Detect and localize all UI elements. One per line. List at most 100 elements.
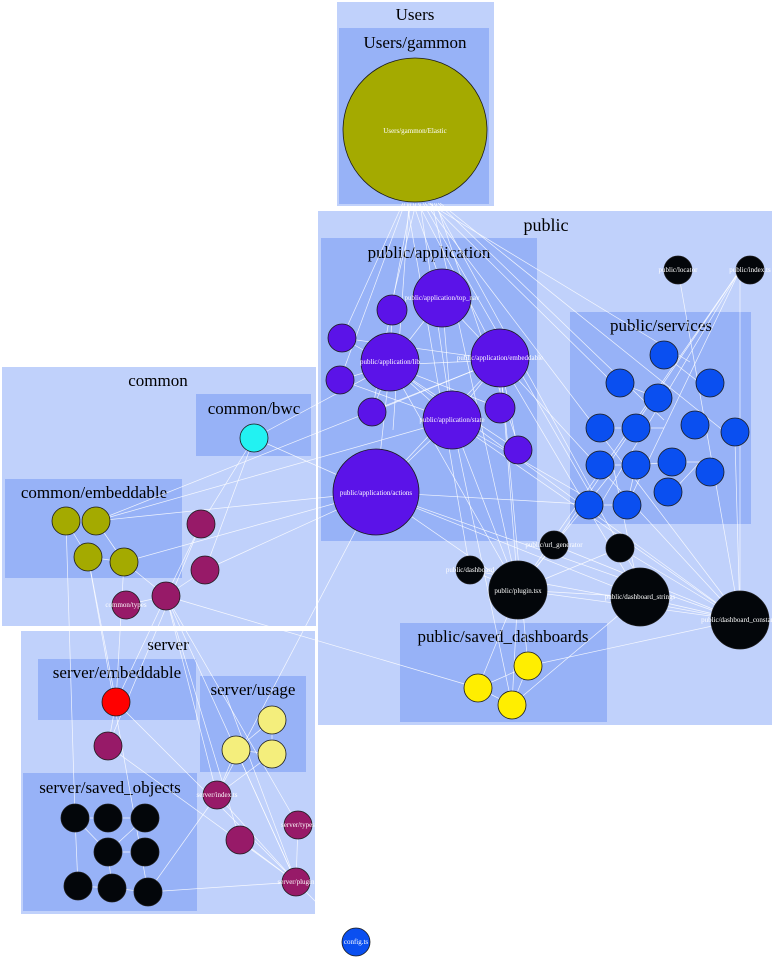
node-services-3[interactable] <box>695 368 725 398</box>
node-label-plugin-tsx: public/plugin.tsx <box>494 587 542 595</box>
node-public-application-small-3[interactable] <box>325 365 355 395</box>
node-public-application-small-4[interactable] <box>357 397 387 427</box>
node-saved-objects-7[interactable] <box>97 873 127 903</box>
node-server-embeddable[interactable] <box>101 687 131 717</box>
node-public-dashboard-strings[interactable]: public/dashboard_strings <box>605 567 676 627</box>
node-public-url-generator[interactable]: public/url_generator <box>525 530 583 560</box>
node-server-plugin[interactable]: server/plugin <box>278 867 315 897</box>
cluster-title-server: server <box>147 635 189 654</box>
node-saved-dashboards-1[interactable] <box>513 651 543 681</box>
node-common-types[interactable]: common/types <box>105 590 147 620</box>
node-public-application-actions[interactable]: public/application/actions <box>332 448 420 536</box>
node-services-1[interactable] <box>649 340 679 370</box>
node-common-bwc[interactable] <box>239 423 269 453</box>
node-public-application-embeddable[interactable]: public/application/embeddable <box>457 328 543 388</box>
node-label-server-types: server/types <box>281 821 315 829</box>
node-label-elastic: Users/gammon/Elastic <box>383 127 446 135</box>
node-services-13[interactable] <box>653 477 683 507</box>
node-saved-objects-8[interactable] <box>133 877 163 907</box>
node-config[interactable]: config.ts <box>341 927 371 957</box>
node-saved-objects-3[interactable] <box>130 803 160 833</box>
node-label-common-types: common/types <box>105 601 146 609</box>
node-saved-objects-2[interactable] <box>93 803 123 833</box>
node-public-plugin-tsx[interactable]: public/plugin.tsx <box>488 560 548 620</box>
node-public-application-small-5[interactable] <box>484 392 516 424</box>
node-common-3[interactable] <box>151 581 181 611</box>
node-label-server-index: server/index.ts <box>196 791 237 799</box>
node-label-app-embeddable: public/application/embeddable <box>457 354 543 362</box>
node-users-gammon-elastic[interactable]: Users/gammon/Elastic <box>342 57 488 203</box>
node-server-usage-1[interactable] <box>257 705 287 735</box>
node-server-2[interactable] <box>225 825 255 855</box>
node-services-14[interactable] <box>574 490 604 520</box>
node-saved-objects-1[interactable] <box>60 803 90 833</box>
node-label-dashboard-constants: public/dashboard_constants <box>701 616 774 624</box>
cluster-title-common-embeddable: common/embeddable <box>21 483 167 502</box>
cluster-title-common: common <box>128 371 188 390</box>
node-services-2[interactable] <box>605 368 635 398</box>
node-label-config: config.ts <box>344 938 369 946</box>
node-saved-dashboards-2[interactable] <box>463 673 493 703</box>
node-services-10[interactable] <box>621 450 651 480</box>
node-server-1[interactable] <box>93 731 123 761</box>
node-label-dashboard-strings: public/dashboard_strings <box>605 593 676 601</box>
cluster-title-public-application: public/application <box>368 243 491 262</box>
node-services-15[interactable] <box>612 490 642 520</box>
cluster-title-server-saved-objects: server/saved_objects <box>39 778 181 797</box>
node-common-embeddable-3[interactable] <box>73 542 103 572</box>
node-label-actions: public/application/actions <box>340 489 413 497</box>
cluster-title-users-gammon: Users/gammon <box>364 33 467 52</box>
node-label-url-generator: public/url_generator <box>525 541 583 549</box>
node-label-locator: public/locator <box>659 266 699 274</box>
node-saved-dashboards-3[interactable] <box>497 690 527 720</box>
node-public-application-small-6[interactable] <box>503 435 533 465</box>
node-services-12[interactable] <box>695 457 725 487</box>
node-services-7[interactable] <box>680 410 710 440</box>
cluster-title-public-saved-dashboards: public/saved_dashboards <box>418 627 589 646</box>
nodes: Users/gammon/Elastic public/application/… <box>51 57 774 957</box>
cluster-title-server-usage: server/usage <box>211 680 296 699</box>
node-services-11[interactable] <box>657 447 687 477</box>
node-public-application-state[interactable]: public/application/state <box>419 390 485 450</box>
node-saved-objects-4[interactable] <box>93 837 123 867</box>
node-label-lib: public/application/lib <box>360 358 420 366</box>
node-label-server-plugin: server/plugin <box>278 878 315 886</box>
node-server-index[interactable]: server/index.ts <box>196 780 238 810</box>
node-label-top-nav: public/application/top_nav <box>404 294 480 302</box>
node-services-8[interactable] <box>720 417 750 447</box>
node-public-application-small-1[interactable] <box>376 294 408 326</box>
cluster-title-public: public <box>524 215 569 235</box>
edges <box>65 202 743 943</box>
node-server-usage-2[interactable] <box>221 735 251 765</box>
node-label-state: public/application/state <box>419 416 484 424</box>
node-public-dashboard[interactable]: public/dashboard <box>446 555 495 585</box>
cluster-server: server server/embeddable server/usage se… <box>21 631 315 914</box>
node-saved-objects-5[interactable] <box>130 837 160 867</box>
node-common-embeddable-4[interactable] <box>109 547 139 577</box>
cluster-title-users: Users <box>396 5 435 24</box>
node-services-6[interactable] <box>621 413 651 443</box>
node-public-small-black[interactable] <box>605 533 635 563</box>
cluster-title-common-bwc: common/bwc <box>208 399 301 418</box>
node-services-4[interactable] <box>643 383 673 413</box>
node-common-1[interactable] <box>186 509 216 539</box>
node-common-embeddable-1[interactable] <box>51 506 81 536</box>
node-services-9[interactable] <box>585 450 615 480</box>
node-public-dashboard-constants[interactable]: public/dashboard_constants <box>701 590 774 650</box>
node-public-application-small-2[interactable] <box>327 323 357 353</box>
node-label-index: public/index.ts <box>729 266 771 274</box>
cluster-title-public-services: public/services <box>610 316 712 335</box>
node-public-application-lib[interactable]: public/application/lib <box>360 332 420 392</box>
node-public-application-top-nav[interactable]: public/application/top_nav <box>404 268 480 328</box>
node-public-locator[interactable]: public/locator <box>659 255 699 285</box>
node-common-2[interactable] <box>190 555 220 585</box>
cluster-title-server-embeddable: server/embeddable <box>53 663 181 682</box>
node-label-dashboard: public/dashboard <box>446 566 495 574</box>
node-services-5[interactable] <box>585 413 615 443</box>
node-public-index[interactable]: public/index.ts <box>729 255 771 285</box>
node-server-types[interactable]: server/types <box>281 810 315 840</box>
node-saved-objects-6[interactable] <box>63 871 93 901</box>
node-common-embeddable-2[interactable] <box>81 506 111 536</box>
node-server-usage-3[interactable] <box>257 739 287 769</box>
